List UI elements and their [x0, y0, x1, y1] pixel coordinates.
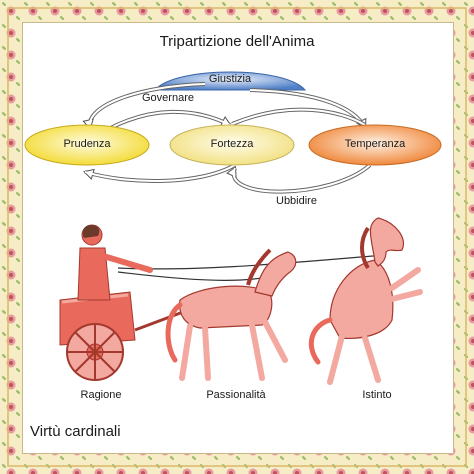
diagram-title: Tripartizione dell'Anima [159, 33, 315, 50]
chariot [59, 291, 216, 381]
label-passion: Passionalità [206, 389, 266, 401]
label-prudence: Prudenza [63, 138, 111, 150]
fortitude-ellipse [169, 124, 295, 166]
label-instinct: Istinto [362, 389, 392, 401]
label-govern: Governare [142, 92, 194, 104]
charioteer-figure [77, 224, 153, 301]
label-justice: Giustizia [208, 73, 252, 85]
prudence-ellipse [24, 124, 150, 166]
reins [117, 254, 386, 270]
temperance-ellipse [308, 124, 442, 166]
label-temperance: Temperanza [344, 138, 406, 150]
horse-instinct [308, 217, 423, 385]
label-reason: Ragione [80, 389, 122, 401]
diagram-subtitle: Virtù cardinali [30, 423, 121, 440]
obey-arrow-left [83, 163, 236, 184]
horse-passion [165, 248, 297, 381]
label-fortitude: Fortezza [210, 138, 254, 150]
label-obey: Ubbidire [276, 195, 317, 207]
